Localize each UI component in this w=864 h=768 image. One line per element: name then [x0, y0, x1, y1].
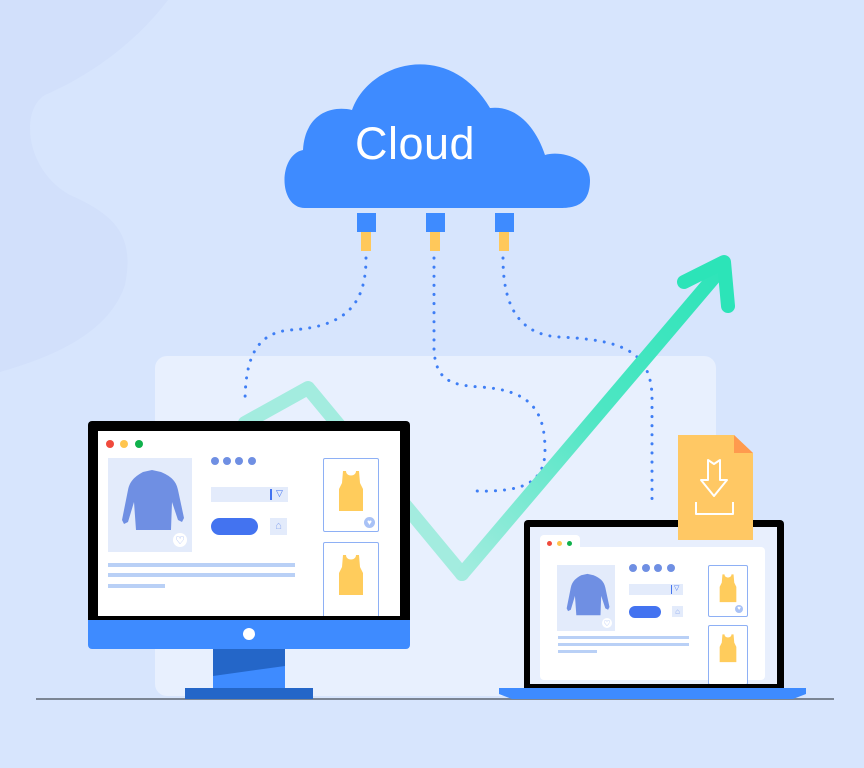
dropdown-chevron-icon: ▽ [674, 585, 680, 592]
laptop-screen: ♡ ▽ ⌂ ♥ [530, 527, 777, 684]
trend-line-faded [238, 381, 469, 581]
description-line [558, 650, 597, 653]
description-line [108, 563, 295, 567]
rating-dot [642, 564, 650, 572]
favorite-heart-icon[interactable]: ♡ [602, 618, 612, 628]
favorite-heart-icon[interactable]: ♡ [173, 533, 187, 547]
rating-dot [667, 564, 675, 572]
rating-dot [235, 457, 243, 465]
favorite-heart-icon[interactable]: ♥ [735, 605, 743, 613]
size-select[interactable]: ▽ [211, 487, 288, 502]
shirt-icon [566, 573, 610, 616]
product-image: ♡ [108, 458, 192, 552]
product-image: ♡ [557, 565, 615, 631]
window-maximize-dot [135, 440, 143, 448]
tanktop-icon [339, 555, 363, 595]
connection-line-middle [432, 256, 547, 493]
rating-dot [223, 457, 231, 465]
description-line [108, 573, 295, 577]
rating-dot [654, 564, 662, 572]
thumbnail-card[interactable]: ♥ [708, 565, 748, 617]
trend-arrow-icon [455, 255, 735, 581]
thumbnail-card[interactable]: ♥ [323, 458, 379, 532]
window-maximize-dot [567, 541, 572, 546]
description-line [108, 584, 165, 588]
add-to-cart-button[interactable] [211, 518, 258, 535]
thumbnail-card[interactable] [323, 542, 379, 616]
connection-line-right [501, 256, 654, 507]
shopping-bag-icon[interactable]: ⌂ [672, 606, 683, 617]
favorite-heart-icon[interactable]: ♥ [364, 517, 375, 528]
window-minimize-dot [120, 440, 128, 448]
tanktop-icon [719, 634, 737, 663]
tanktop-icon [719, 574, 737, 603]
thumbnail-card[interactable] [708, 625, 748, 684]
rating-dot [629, 564, 637, 572]
window-minimize-dot [557, 541, 562, 546]
download-icon [695, 459, 734, 515]
rating-dot [248, 457, 256, 465]
rating-dot [211, 457, 219, 465]
size-select[interactable]: ▽ [629, 584, 683, 595]
window-close-dot [106, 440, 114, 448]
description-line [558, 636, 689, 639]
tanktop-icon [339, 471, 363, 511]
connection-line-left [243, 256, 368, 406]
add-to-cart-button[interactable] [629, 606, 661, 618]
monitor-screen: ♡ ▽ ⌂ ♥ [98, 431, 400, 616]
dropdown-chevron-icon: ▽ [276, 488, 283, 498]
monitor-power-dot [243, 628, 255, 640]
shirt-icon [122, 470, 184, 530]
cloud-label: Cloud [354, 118, 476, 169]
shopping-bag-icon[interactable]: ⌂ [270, 518, 287, 535]
description-line [558, 643, 689, 646]
window-close-dot [547, 541, 552, 546]
